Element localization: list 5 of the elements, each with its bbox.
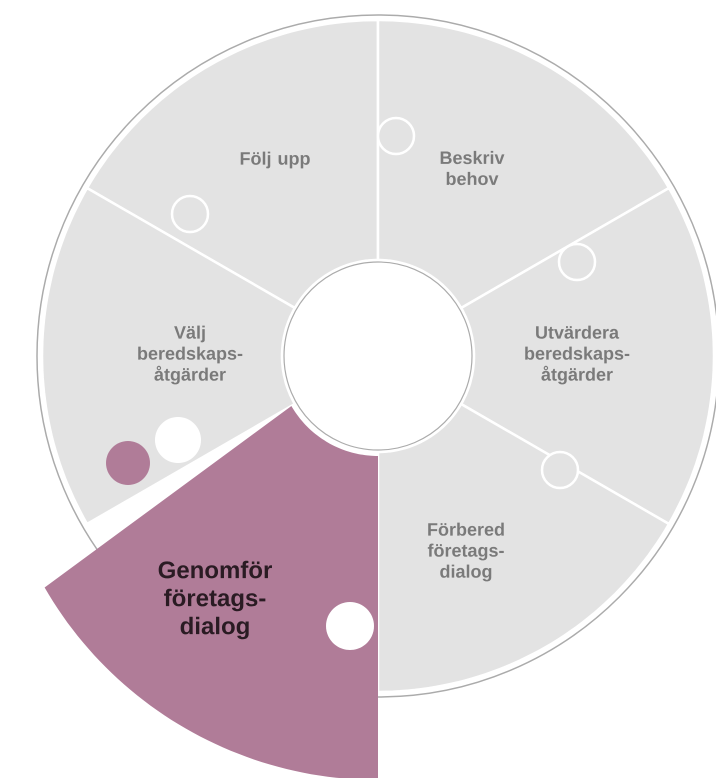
node-label: Utvärdera beredskaps- åtgärder: [525, 326, 630, 384]
puzzle-piece: Genomför företags- dialog: [44, 406, 378, 778]
hub-circle: [283, 261, 473, 451]
puzzle-piece: Förbered företags- dialog: [376, 402, 671, 694]
puzzle-piece: Följ upp: [85, 18, 380, 310]
